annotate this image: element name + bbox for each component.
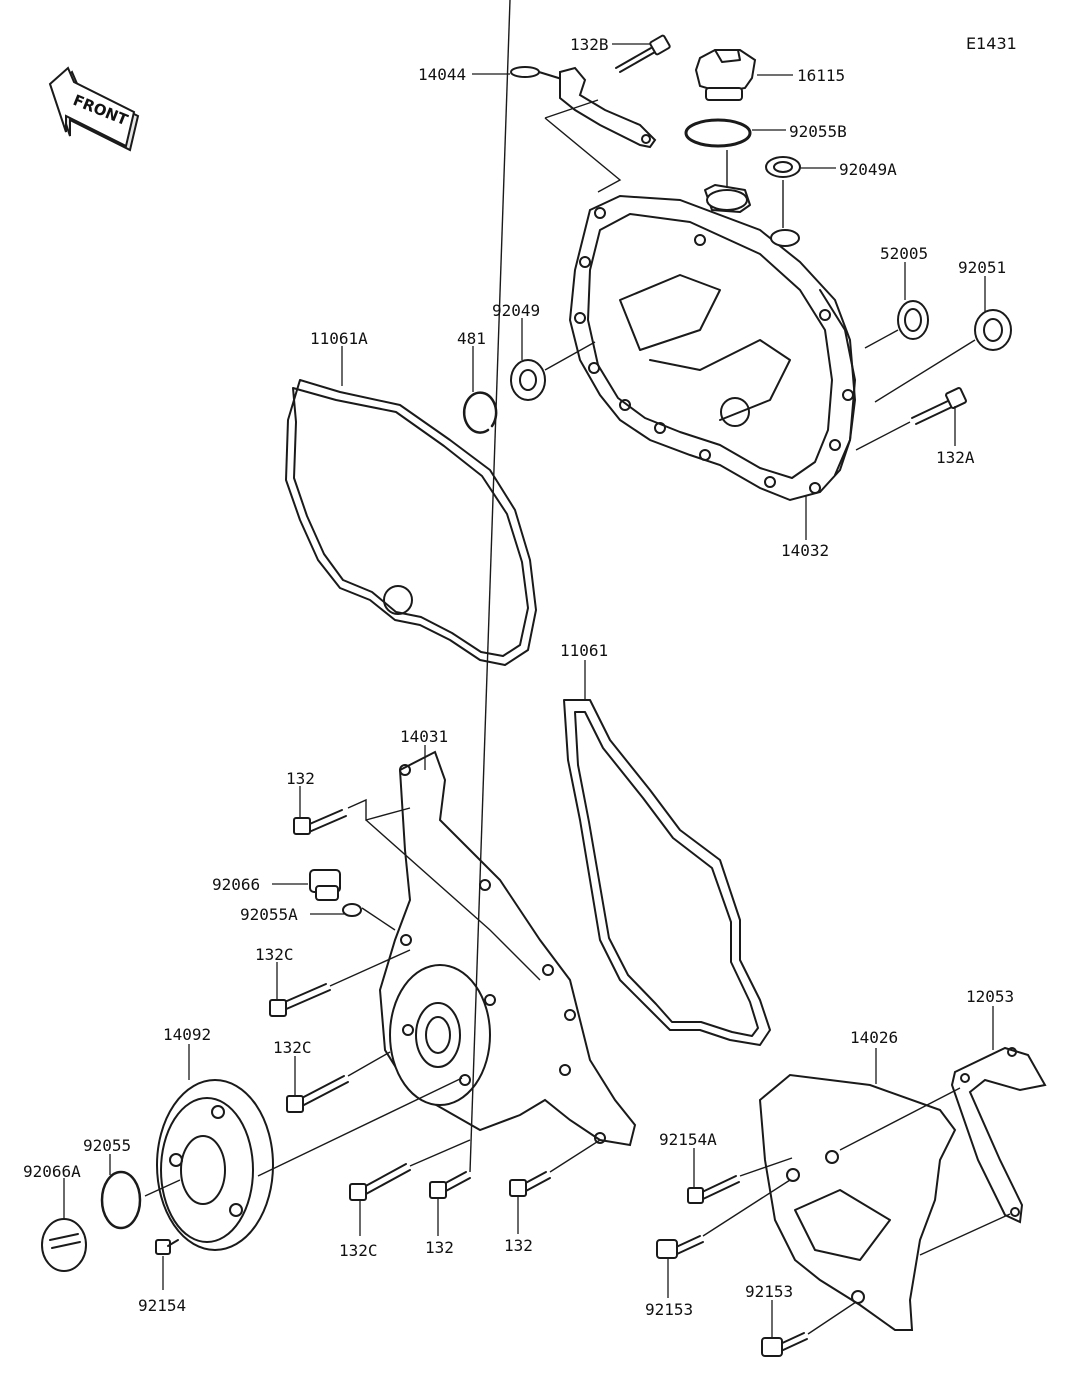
label-481: 481: [457, 329, 486, 348]
bolt-132-top: [293, 809, 347, 835]
bolt-132-b2: [509, 1171, 551, 1197]
label-92153-a: 92153: [645, 1300, 693, 1319]
label-92066: 92066: [212, 875, 260, 894]
plug-92066: [309, 869, 341, 901]
label-14026: 14026: [850, 1028, 898, 1047]
leader-lines: [63, 0, 1011, 1338]
gasket-11061A: [285, 379, 537, 666]
bolt-132-b1: [429, 1171, 471, 1199]
oil-seal-92051: [974, 309, 1012, 351]
label-132C-b: 132C: [273, 1038, 312, 1057]
label-132-b1: 132: [425, 1238, 454, 1257]
label-132A: 132A: [936, 448, 975, 467]
label-92055: 92055: [83, 1136, 131, 1155]
bolt-92153-a: [656, 1235, 704, 1259]
bolt-132C-c: [349, 1163, 411, 1201]
o-ring-92055A: [342, 903, 362, 917]
bearing-52005: [897, 300, 929, 340]
label-92051: 92051: [958, 258, 1006, 277]
label-132-top: 132: [286, 769, 315, 788]
label-92154A: 92154A: [659, 1130, 717, 1149]
bolt-132B: [615, 34, 671, 73]
label-132C-c: 132C: [339, 1241, 378, 1260]
bolt-92154A: [687, 1175, 740, 1204]
label-14031: 14031: [400, 727, 448, 746]
label-11061A: 11061A: [310, 329, 368, 348]
gasket-11061: [563, 699, 771, 1046]
label-132B: 132B: [570, 35, 609, 54]
label-16115: 16115: [797, 66, 845, 85]
label-92055B: 92055B: [789, 122, 847, 141]
bracket-12053: [950, 1046, 1047, 1224]
label-92154: 92154: [138, 1296, 186, 1315]
label-132-b2: 132: [504, 1236, 533, 1255]
generator-cover-14031: [378, 750, 637, 1147]
diagram-code: E1431: [966, 34, 1017, 53]
label-52005: 52005: [880, 244, 928, 263]
part-labels: 132B 14044 16115 92055B 92049A 52005 920…: [23, 35, 1014, 1319]
label-132C-a: 132C: [255, 945, 294, 964]
label-14044: 14044: [418, 65, 466, 84]
bolt-132A: [911, 387, 967, 425]
o-ring-92055: [100, 1170, 142, 1230]
bolt-92153-b: [761, 1332, 808, 1357]
oil-seal-92049: [510, 359, 546, 401]
label-92066A: 92066A: [23, 1162, 81, 1181]
cap-92066A: [41, 1218, 87, 1272]
label-92049A: 92049A: [839, 160, 897, 179]
bolt-132C-b: [286, 1075, 349, 1113]
label-11061: 11061: [560, 641, 608, 660]
cover-14092: [156, 1079, 274, 1251]
label-12053: 12053: [966, 987, 1014, 1006]
label-92049: 92049: [492, 301, 540, 320]
label-92153-b: 92153: [745, 1282, 793, 1301]
oil-filler-cap-16115: [694, 49, 757, 101]
label-14032: 14032: [781, 541, 829, 560]
sprocket-cover-14026: [758, 1073, 957, 1331]
label-92055A: 92055A: [240, 905, 298, 924]
oil-seal-92049A: [765, 156, 801, 178]
clutch-cover-14032: [568, 184, 857, 502]
o-ring-92055B: [684, 118, 752, 148]
bolt-132C-a: [269, 983, 331, 1017]
bolt-92154: [155, 1239, 179, 1255]
bracket-14044: [510, 66, 657, 149]
circlip-481: [462, 391, 498, 434]
label-14092: 14092: [163, 1025, 211, 1044]
front-arrow-icon: FRONT: [48, 66, 140, 152]
